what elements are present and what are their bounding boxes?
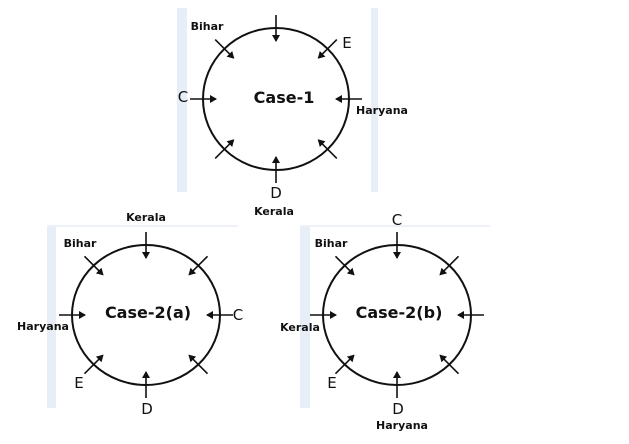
label-e: E xyxy=(342,34,351,52)
panel-case-2a xyxy=(47,225,238,408)
label-c: C xyxy=(178,88,188,106)
label-c: C xyxy=(233,306,243,324)
inward-arrow-icon xyxy=(317,139,338,159)
panel-case-1 xyxy=(177,8,378,192)
inward-arrow-icon xyxy=(83,354,104,375)
case-2a-title: Case-2(a) xyxy=(105,303,191,322)
label-haryana: Haryana xyxy=(356,104,408,117)
label-bihar: Bihar xyxy=(191,20,224,33)
inward-arrow-icon xyxy=(439,255,460,276)
inward-arrow-icon xyxy=(334,354,355,375)
label-kerala: Kerala xyxy=(254,205,294,218)
label-d: D xyxy=(270,184,282,202)
inward-arrow-icon xyxy=(317,39,338,59)
label-c: C xyxy=(392,211,402,229)
case-2b-title: Case-2(b) xyxy=(356,303,443,322)
case-1-title: Case-1 xyxy=(254,88,315,107)
label-e: E xyxy=(327,374,336,392)
inward-arrow-icon xyxy=(334,255,355,276)
inward-arrow-icon xyxy=(214,139,235,159)
inward-arrow-icon xyxy=(188,354,209,375)
label-e: E xyxy=(74,374,83,392)
label-bihar: Bihar xyxy=(64,237,97,250)
inward-arrow-icon xyxy=(214,39,235,59)
label-kerala: Kerala xyxy=(280,321,320,334)
inward-arrow-icon xyxy=(188,255,209,276)
label-bihar: Bihar xyxy=(315,237,348,250)
inward-arrow-icon xyxy=(83,255,104,276)
label-haryana: Haryana xyxy=(376,419,428,432)
label-kerala: Kerala xyxy=(126,211,166,224)
inward-arrow-icon xyxy=(439,354,460,375)
label-d: D xyxy=(141,400,153,418)
panel-case-2b xyxy=(300,225,490,408)
label-d: D xyxy=(392,400,404,418)
label-haryana: Haryana xyxy=(17,320,69,333)
